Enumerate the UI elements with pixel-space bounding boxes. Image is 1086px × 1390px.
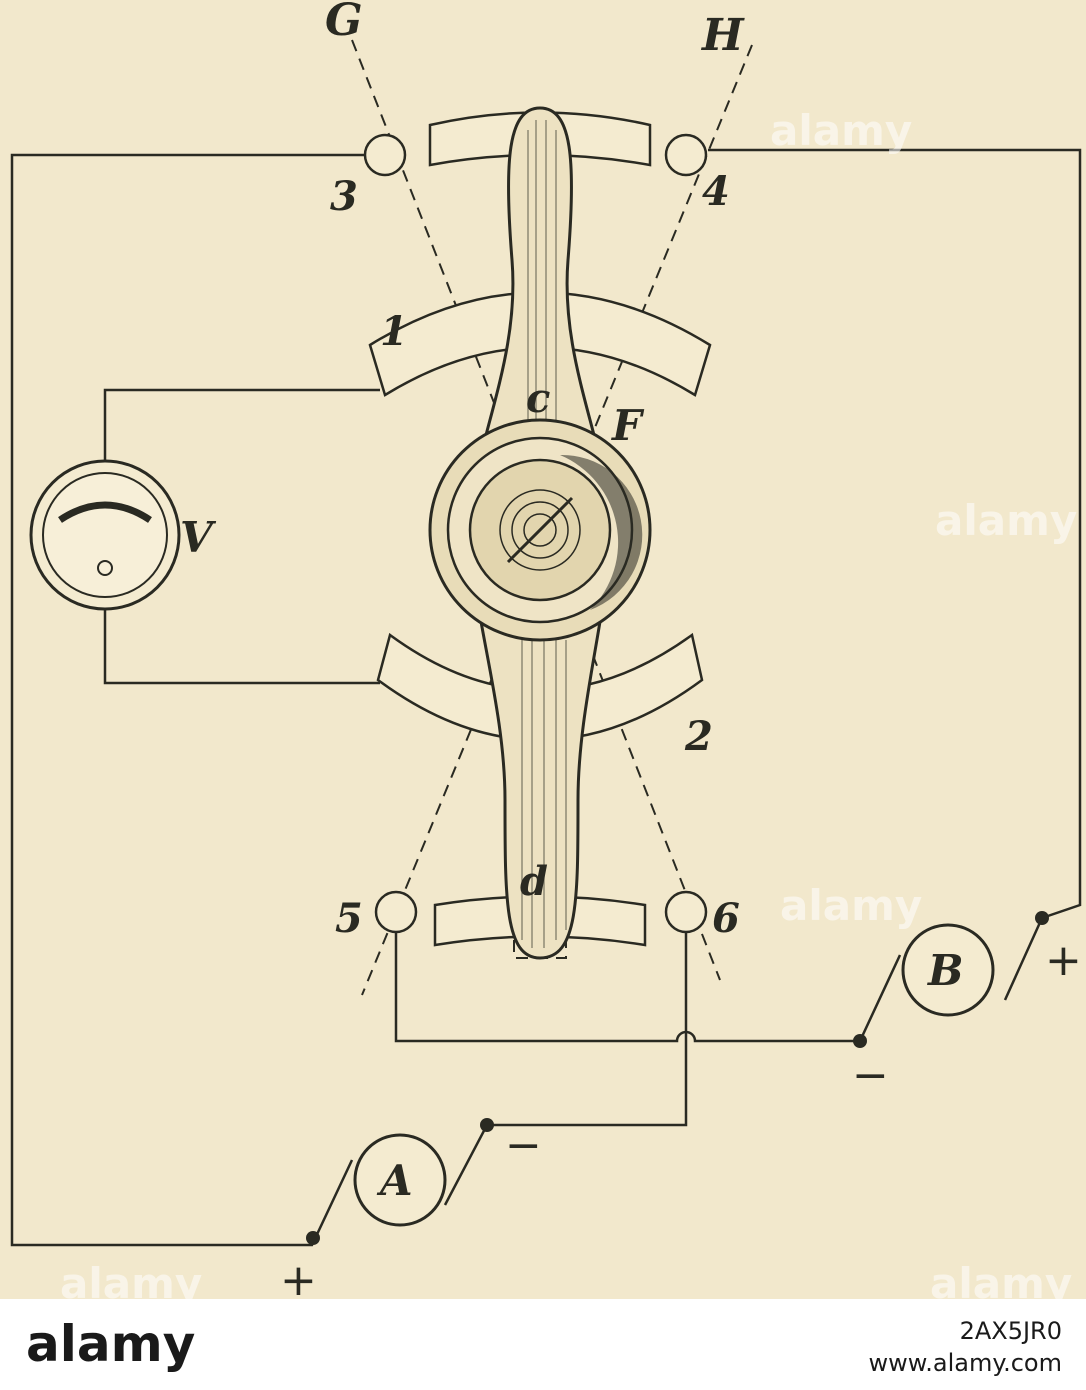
hub-shadow xyxy=(560,454,643,610)
footer-bar: alamy 2AX5JR0 www.alamy.com xyxy=(0,1299,1086,1390)
footer-url: www.alamy.com xyxy=(869,1349,1062,1377)
a-plus-dot xyxy=(306,1231,320,1245)
generator-b xyxy=(901,923,995,1017)
terminal-4 xyxy=(664,133,708,177)
watermark: alamy xyxy=(780,881,922,930)
watermarks: alamy alamy alamy alamy alamy xyxy=(60,106,1077,1299)
b-minus-dot xyxy=(853,1034,867,1048)
b-plus-dot xyxy=(1035,911,1049,925)
label-h: H xyxy=(700,10,745,61)
label-terminal-6: 6 xyxy=(712,895,740,942)
sign-b-minus: − xyxy=(852,1050,889,1101)
label-contact-c: c xyxy=(526,375,550,422)
label-generator-b: B xyxy=(927,946,964,995)
terminal-5 xyxy=(374,890,418,934)
label-terminal-3: 3 xyxy=(330,173,358,220)
label-terminal-5: 5 xyxy=(335,895,363,942)
footer-logo: alamy xyxy=(26,1315,195,1373)
footer-image-id: 2AX5JR0 xyxy=(960,1317,1062,1345)
voltmeter xyxy=(29,459,181,611)
watermark: alamy xyxy=(60,1259,202,1299)
sign-a-minus: − xyxy=(505,1120,542,1171)
wires xyxy=(10,148,1082,1247)
watermark: alamy xyxy=(770,106,912,155)
label-contact-d: d xyxy=(520,858,548,905)
circuit-diagram: alamy alamy alamy alamy alamy G H 3 4 5 … xyxy=(10,0,1082,1299)
voltmeter-pivot xyxy=(97,560,113,576)
wire-4-to-b-plus xyxy=(708,148,1082,1001)
polarity-signs: + − + − xyxy=(280,935,1082,1299)
voltmeter-scale xyxy=(58,501,152,523)
generators xyxy=(353,923,995,1227)
binding-posts xyxy=(363,133,708,934)
central-hub xyxy=(428,418,652,642)
hub-slot xyxy=(506,496,574,564)
watermark: alamy xyxy=(935,496,1077,545)
sign-a-plus: + xyxy=(280,1255,317,1299)
terminal-3 xyxy=(363,133,407,177)
label-f: F xyxy=(611,401,645,450)
terminal-6 xyxy=(664,890,708,934)
label-terminal-4: 4 xyxy=(702,168,730,215)
label-voltmeter-v: V xyxy=(180,513,217,562)
hub-spiral xyxy=(499,489,581,571)
terminal-dots xyxy=(306,911,1049,1245)
diagram-labels: G H 3 4 5 6 1 2 c d F V A B xyxy=(180,0,964,1205)
segment-2-arc xyxy=(376,632,704,742)
dashed-line-h-5 xyxy=(361,44,753,996)
generator-a xyxy=(353,1133,447,1227)
a-minus-dot xyxy=(480,1118,494,1132)
footer-background xyxy=(0,1299,1086,1390)
label-generator-a: A xyxy=(376,1156,413,1205)
label-segment-2: 2 xyxy=(684,713,713,760)
wire-6-to-a-minus xyxy=(443,930,688,1206)
voltmeter-face xyxy=(42,472,168,598)
sign-b-plus: + xyxy=(1045,935,1082,986)
label-segment-1: 1 xyxy=(380,308,408,355)
wire-3-to-a-plus xyxy=(10,153,365,1247)
label-g: G xyxy=(325,0,363,46)
blade-hatching xyxy=(521,120,567,948)
watermark: alamy xyxy=(930,1259,1072,1299)
